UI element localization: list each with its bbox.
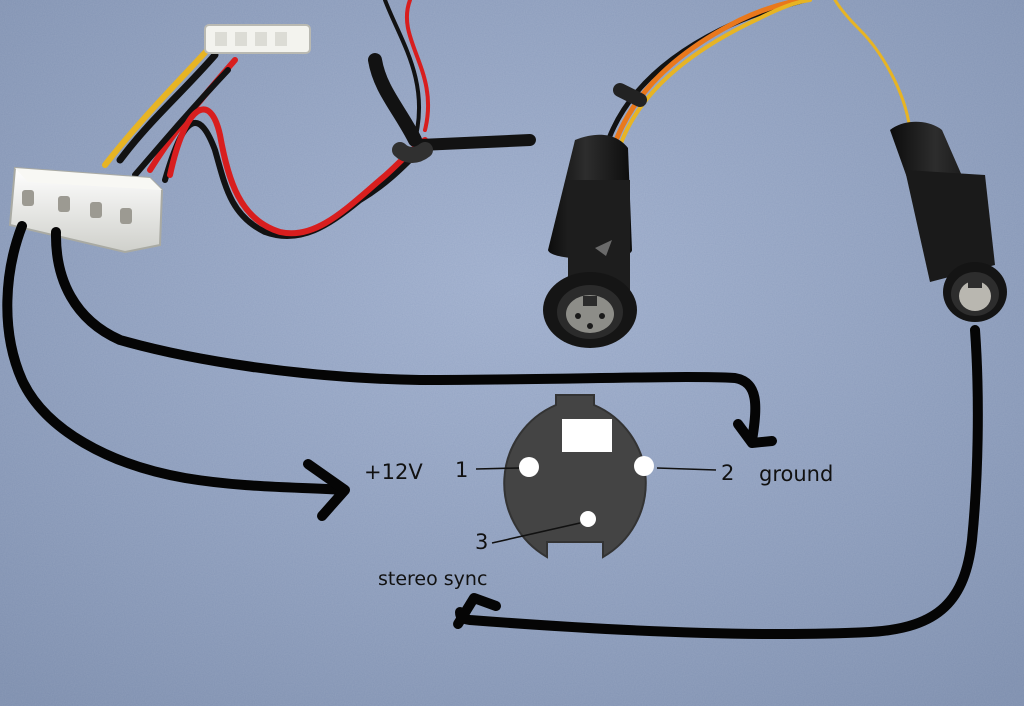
arrows [2, 221, 983, 640]
din-male-wire [833, 0, 912, 132]
din-female-wires [602, 0, 812, 155]
arrow-ground [50, 227, 761, 445]
din-male [890, 121, 1007, 322]
power-connector-pin [58, 196, 70, 212]
power-connector [8, 166, 164, 254]
pin-3-leader [491, 522, 581, 544]
pinout-diagram [475, 394, 717, 559]
arrow-plus12v [2, 221, 348, 495]
power-connector-pin [22, 190, 34, 206]
arrow-stereo-sync [455, 325, 983, 640]
pin-1-leader [475, 467, 520, 470]
label-pin-2: 2 [721, 461, 735, 485]
arrow-plus12v-head [303, 459, 350, 521]
label-pin-3: 3 [475, 530, 489, 554]
pin-2-hole [634, 456, 654, 476]
header-connector [204, 24, 311, 54]
arrow-ground-head [733, 419, 777, 448]
pin-2-leader [656, 467, 717, 471]
label-ground: ground [759, 462, 834, 486]
triangle-marking-icon [595, 240, 612, 256]
label-stereo-sync: stereo sync [378, 568, 488, 590]
label-pin-1: 1 [455, 458, 469, 482]
din-female [543, 134, 637, 348]
label-plus12v: +12V [364, 460, 423, 484]
pin-3-hole [580, 511, 596, 527]
power-connector-wires [102, 0, 536, 239]
power-connector-pin [120, 208, 132, 224]
pinout-key-notch [562, 419, 612, 452]
arrow-stereo-sync-head [453, 593, 501, 629]
power-connector-pin [90, 202, 102, 218]
pin-1-hole [519, 457, 539, 477]
